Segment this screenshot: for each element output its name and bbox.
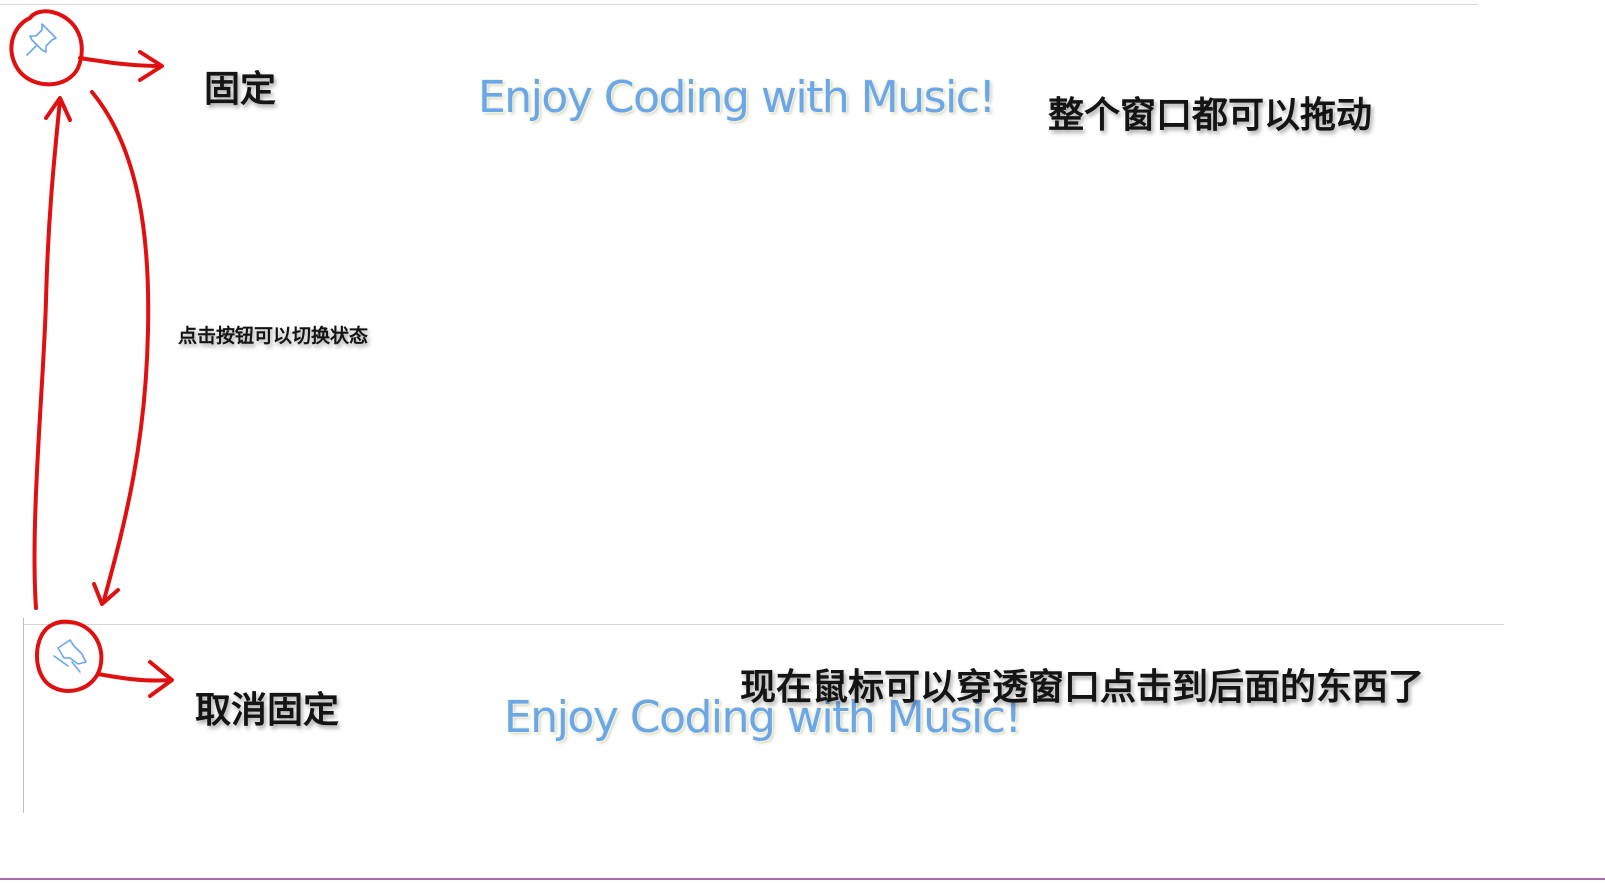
bottom-edge-bar <box>0 878 1605 880</box>
down-arrow-line <box>90 90 151 602</box>
up-arrow-head <box>44 96 72 122</box>
bottom-lyric-text[interactable]: Enjoy Coding with Music! <box>504 692 1022 743</box>
top-lyric-text[interactable]: Enjoy Coding with Music! <box>478 72 996 123</box>
click-through-note: 现在鼠标可以穿透窗口点击到后面的东西了 <box>740 667 1425 708</box>
pinned-arrowhead <box>138 50 164 82</box>
unpinned-arrowhead <box>148 660 174 698</box>
unpin-icon[interactable] <box>50 636 90 676</box>
pinned-arrow <box>78 56 162 68</box>
unpinned-arrow <box>96 672 172 683</box>
bottom-window-border <box>24 624 1504 625</box>
top-window-border <box>0 4 1478 5</box>
up-arrow-line <box>32 98 62 610</box>
pin-icon[interactable] <box>22 20 62 60</box>
bottom-window-left-border <box>23 618 24 813</box>
unpinned-label: 取消固定 <box>195 690 340 731</box>
down-arrow-head <box>92 582 120 606</box>
pinned-label: 固定 <box>204 69 277 110</box>
drag-note: 整个窗口都可以拖动 <box>1048 95 1373 136</box>
toggle-note: 点击按钮可以切换状态 <box>178 325 369 347</box>
